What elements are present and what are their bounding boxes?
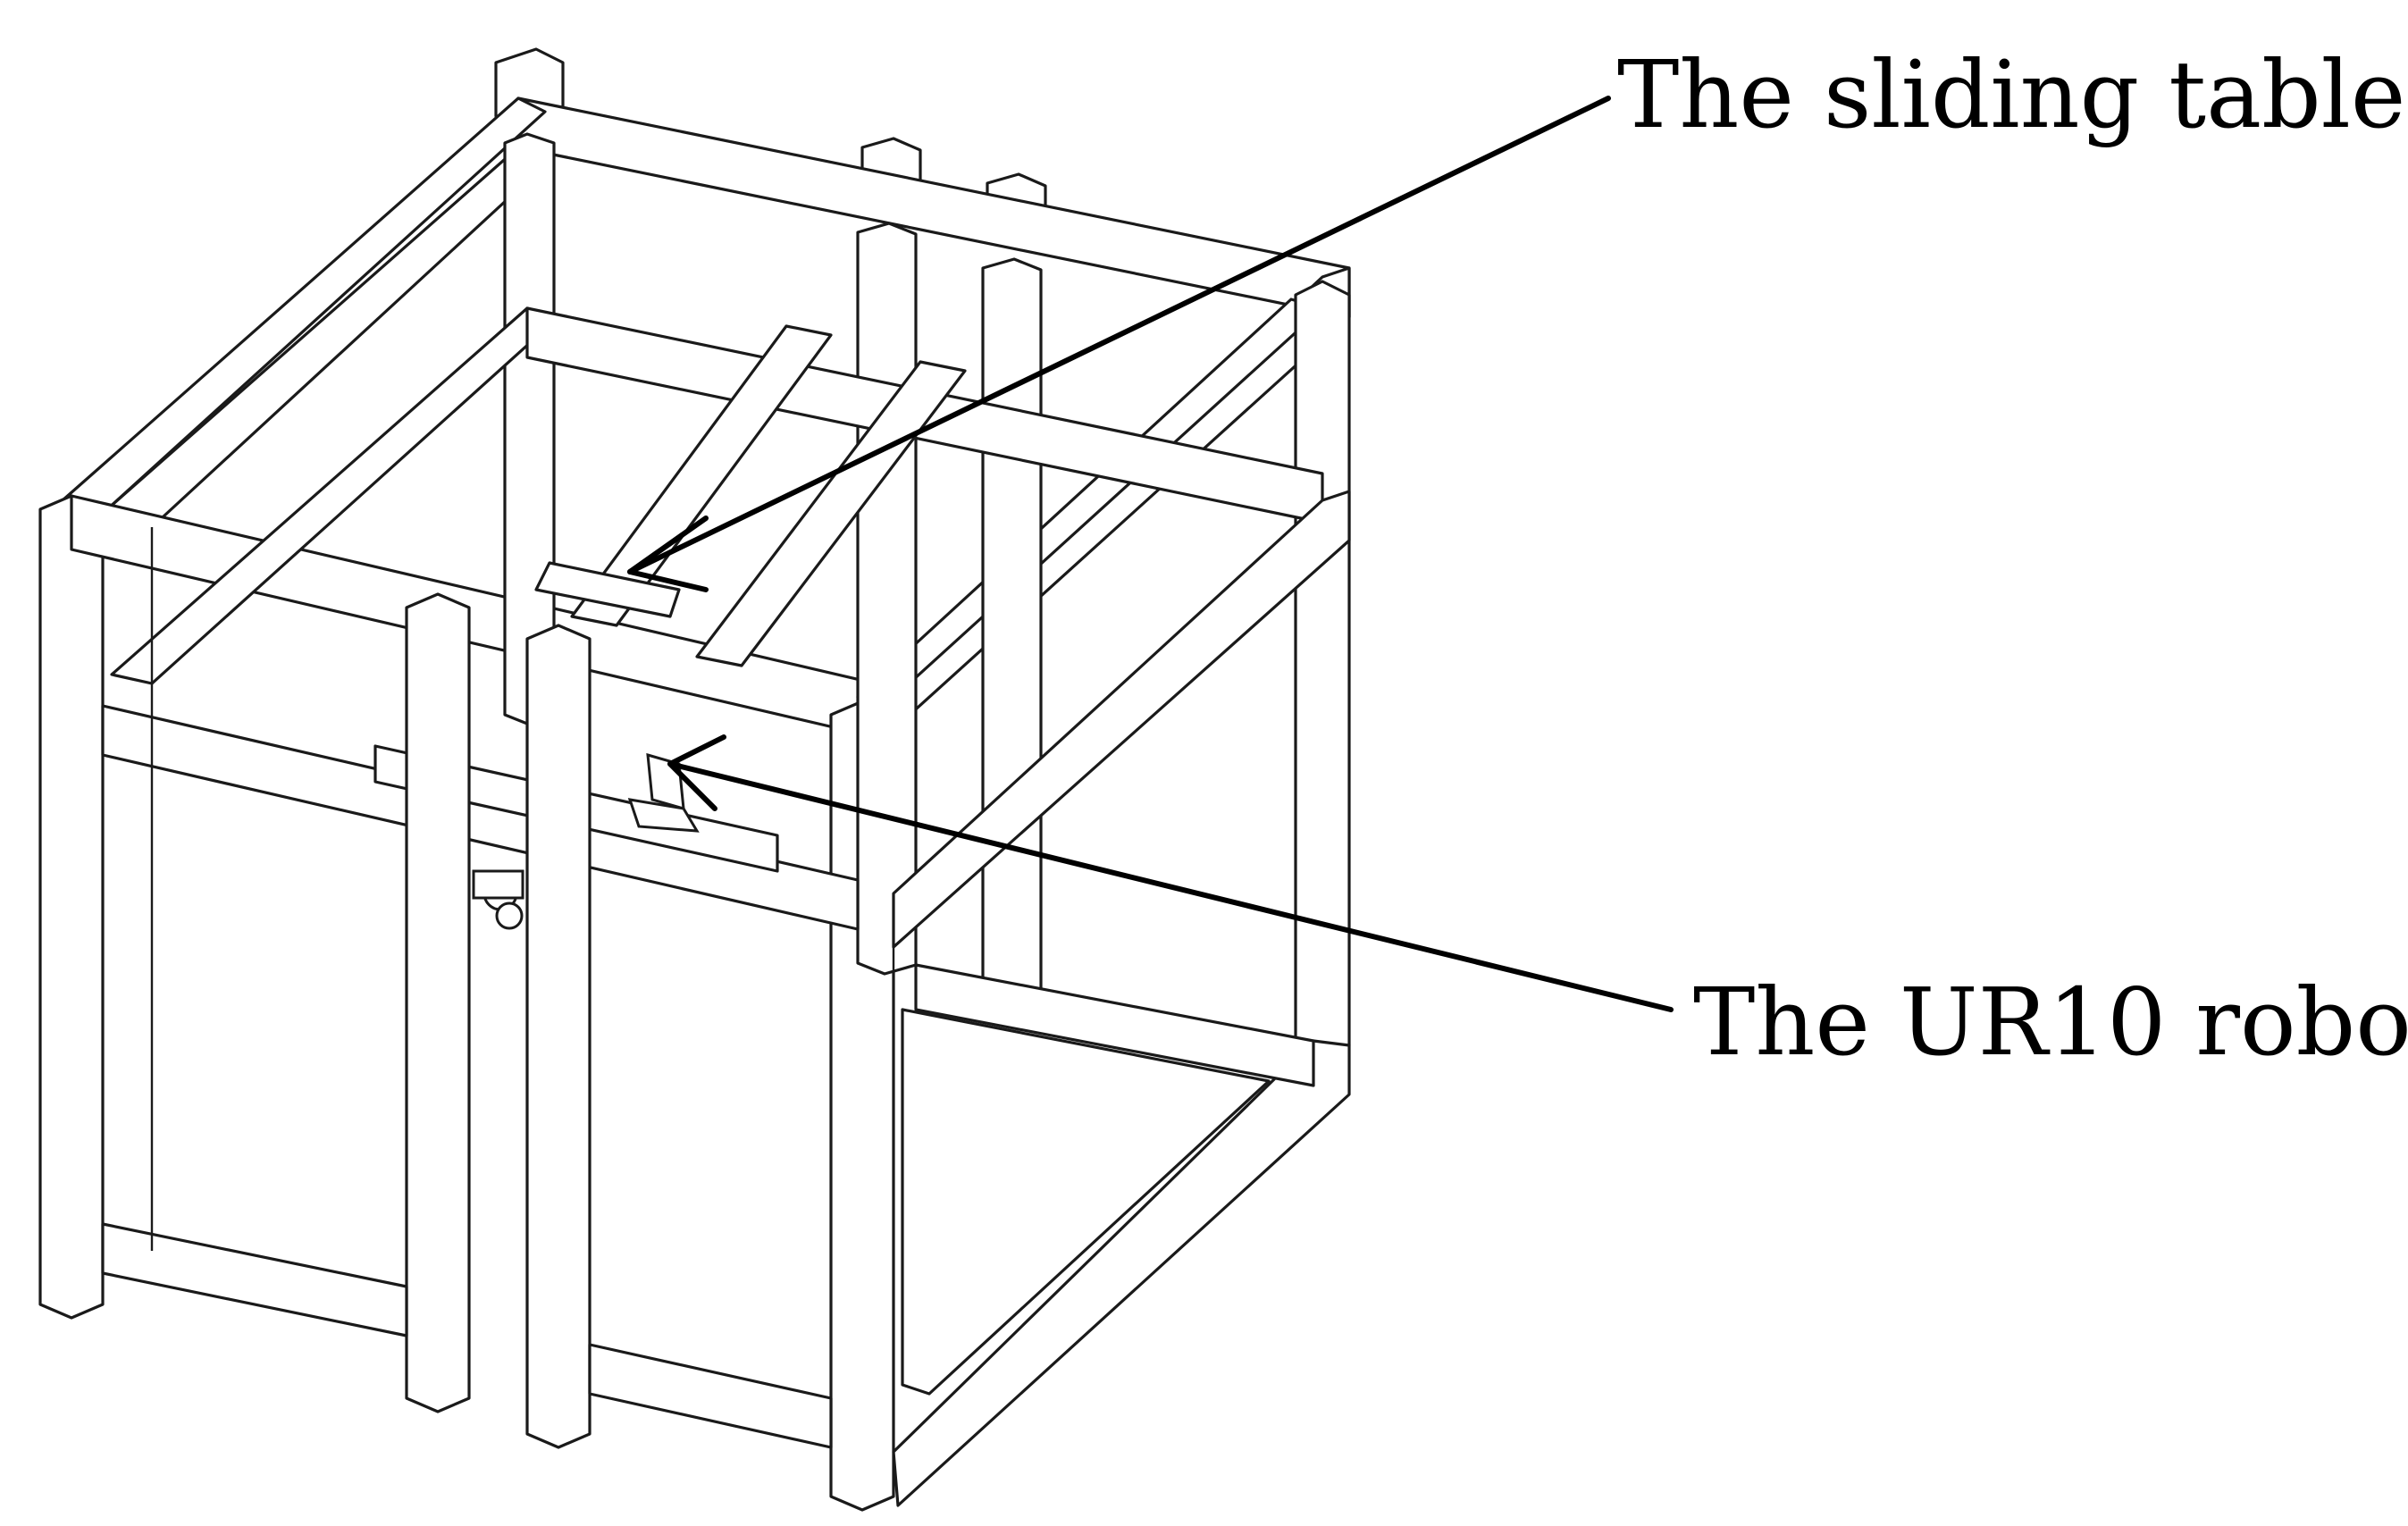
callout-sliding-table: The sliding table — [627, 40, 2405, 592]
bottom-right-rail — [892, 1039, 1351, 1507]
door-post-right — [525, 624, 592, 1449]
bottom-front-rail-right — [588, 1343, 833, 1449]
inner-back-post-1 — [856, 222, 918, 976]
sliding-table-label: The sliding table — [1617, 40, 2405, 149]
top-left-rail-inner — [105, 146, 556, 529]
ur10-robot-arrow-line — [667, 761, 1674, 1012]
sliding-table-carriage — [534, 561, 681, 618]
robot-arm-upper — [646, 752, 685, 811]
robot-wrist — [627, 798, 700, 833]
mid-right-rail — [892, 490, 1351, 949]
ur10-robot-arrowhead — [667, 734, 726, 811]
robot-mount — [472, 869, 524, 900]
sliding-table-rail-1 — [570, 324, 833, 627]
steel-frame-structure — [38, 47, 1351, 1512]
callout-ur10-robot: The UR10 robot — [667, 734, 2408, 1077]
front-left-post — [38, 494, 105, 1320]
bottom-back-rail — [914, 963, 1315, 1087]
back-right-post — [1294, 280, 1351, 1061]
bottom-back-rail-inner — [901, 1008, 1271, 1396]
sliding-table-arrowhead — [627, 516, 709, 592]
ur10-robot-label: The UR10 robot — [1693, 968, 2408, 1077]
door-post-left — [405, 592, 471, 1413]
top-left-rail — [61, 96, 547, 511]
sliding-table-rail-2 — [695, 360, 967, 667]
sliding-table-arrow-line — [627, 96, 1611, 574]
robot-elbow-joint — [495, 901, 524, 930]
inner-back-post-2 — [981, 257, 1043, 1002]
bottom-front-rail-left — [101, 1222, 408, 1337]
